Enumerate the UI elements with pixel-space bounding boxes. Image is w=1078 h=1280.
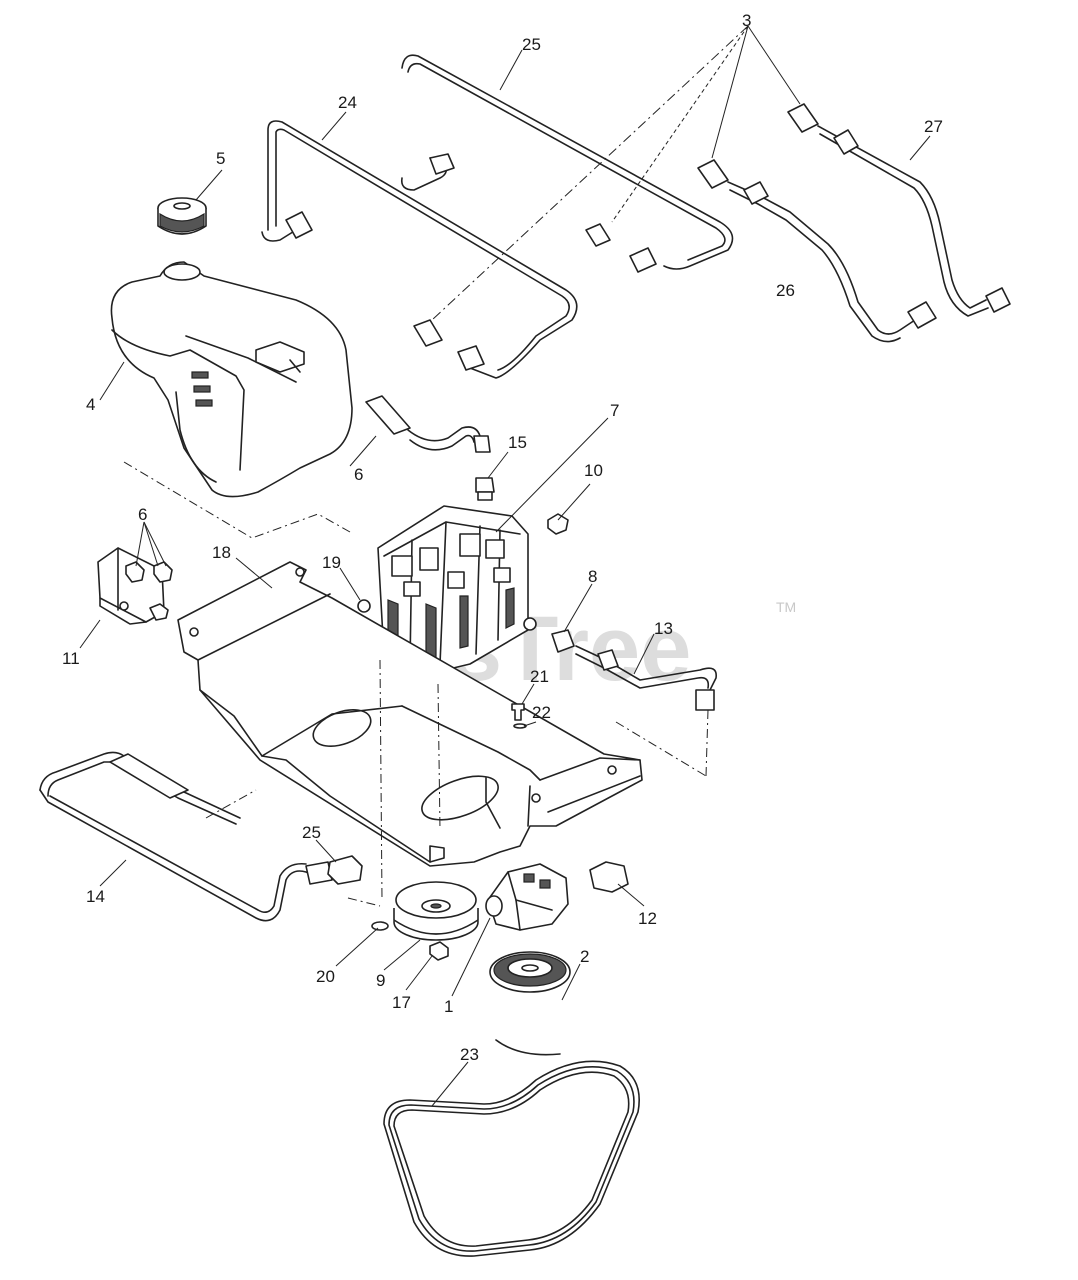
callout-13: 13 [654, 619, 673, 638]
callout-9: 9 [376, 971, 385, 990]
callout-10: 10 [584, 461, 603, 480]
hose-24 [261, 120, 578, 379]
callout-2: 2 [580, 947, 589, 966]
alignment-lines [205, 659, 709, 907]
callout-11: 11 [62, 649, 80, 668]
leaders-3 [431, 25, 801, 321]
hose-25-top [401, 54, 734, 273]
callout-22: 22 [532, 703, 551, 722]
pulley-2 [489, 951, 571, 993]
callout-3: 3 [742, 11, 751, 30]
hose-6-tank [365, 395, 491, 453]
callout-4: 4 [86, 395, 95, 414]
callout-19: 19 [322, 553, 341, 572]
fitting-15 [475, 477, 495, 501]
callout-6-hose: 6 [354, 465, 363, 484]
callout-12: 12 [638, 909, 657, 928]
watermark-trademark: TM [776, 599, 796, 615]
hose-27 [787, 103, 1011, 317]
callout-1: 1 [444, 997, 453, 1016]
mounting-plate [177, 561, 643, 867]
nut-17 [429, 941, 449, 961]
hose-14 [39, 751, 333, 922]
drive-belt-23 [383, 1060, 640, 1257]
washer-20 [371, 921, 389, 931]
fitting-25-lower [327, 855, 363, 885]
callout-20: 20 [316, 967, 335, 986]
callout-23: 23 [460, 1045, 479, 1064]
idler-assembly-1 [485, 863, 569, 931]
callout-8: 8 [588, 567, 597, 586]
callout-27: 27 [924, 117, 943, 136]
callout-14: 14 [86, 887, 105, 906]
callout-6-bracket: 6 [138, 505, 147, 524]
hose-26 [697, 159, 937, 343]
hose-13 [551, 629, 717, 711]
callout-21: 21 [530, 667, 549, 686]
hydraulic-pump [357, 505, 537, 691]
callouts: 3 25 24 27 5 26 4 7 15 6 10 6 18 19 8 13… [62, 11, 943, 1064]
belt-path-hidden [495, 1039, 561, 1056]
callout-25-top: 25 [522, 35, 541, 54]
callout-26: 26 [776, 281, 795, 300]
callout-leaders [79, 49, 931, 1107]
callout-24: 24 [338, 93, 357, 112]
hardware-21-22 [511, 703, 527, 729]
callout-5: 5 [216, 149, 225, 168]
tank-cap [157, 197, 207, 235]
fitting-10 [547, 513, 569, 535]
callout-17: 17 [392, 993, 411, 1012]
callout-25-lower: 25 [302, 823, 321, 842]
callout-7: 7 [610, 401, 619, 420]
hydraulic-tank [110, 261, 353, 498]
bracket-11 [97, 547, 173, 625]
callout-15: 15 [508, 433, 527, 452]
callout-18: 18 [212, 543, 231, 562]
pulley-9 [393, 881, 479, 941]
